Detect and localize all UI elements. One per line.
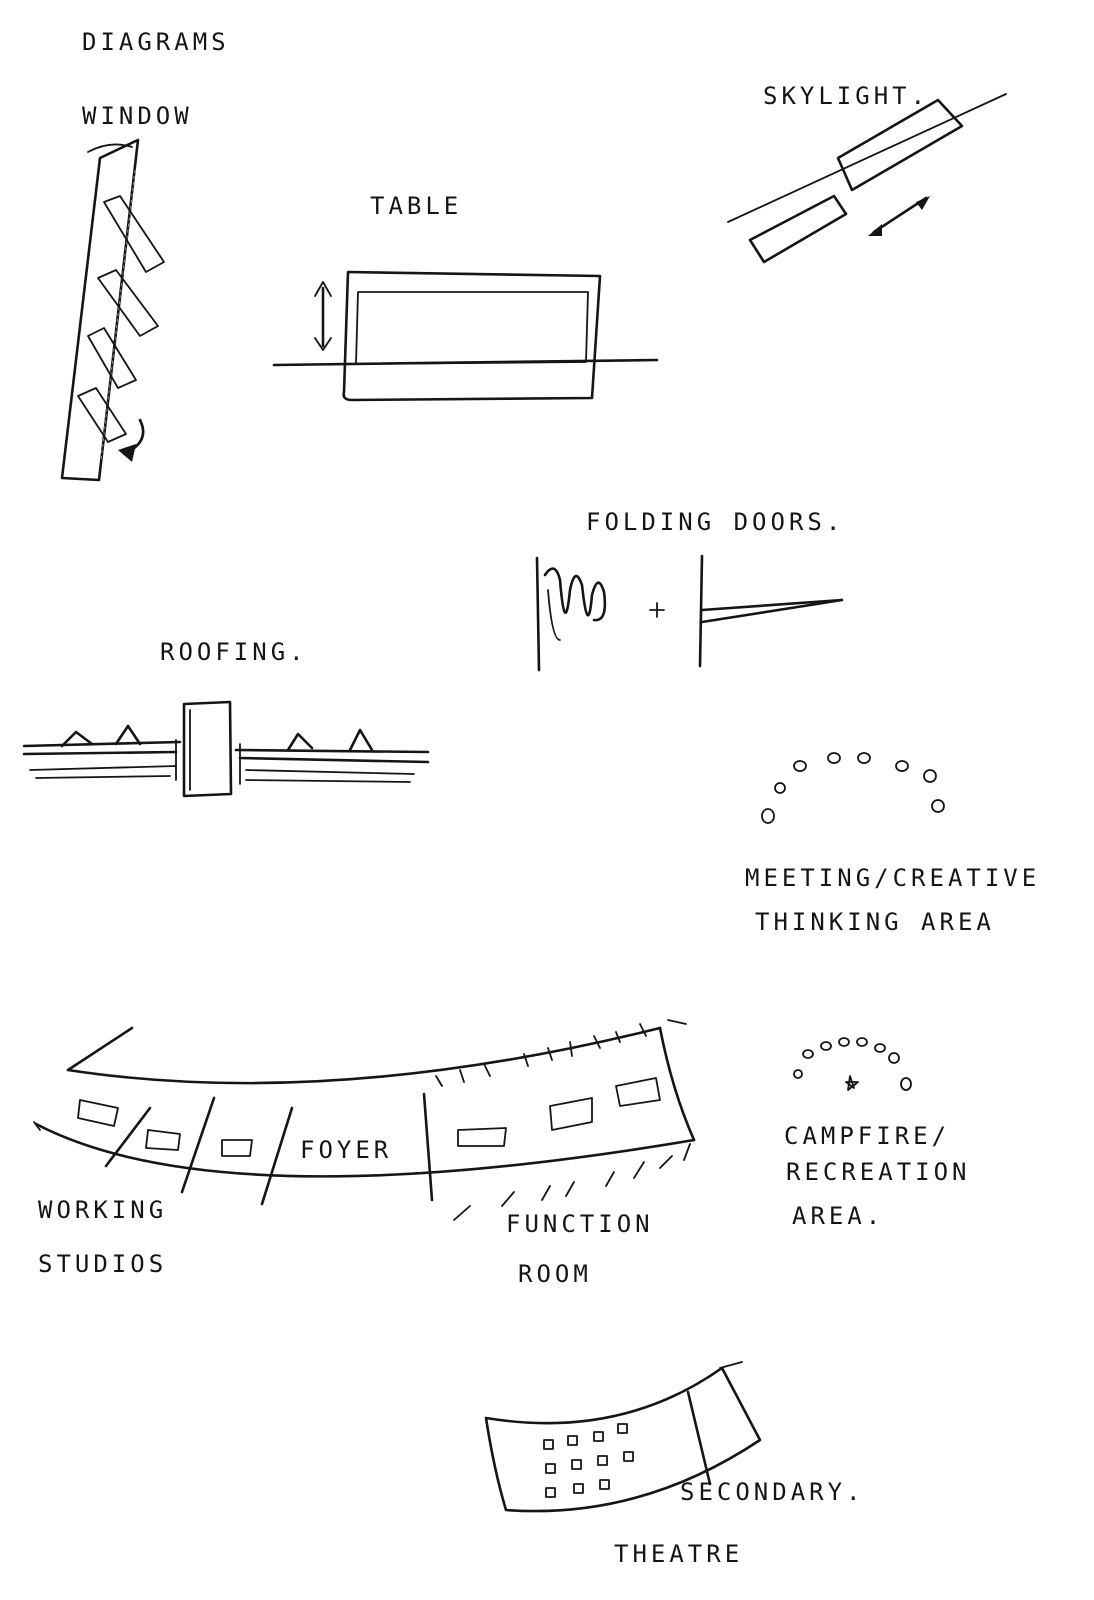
seat-circles	[761, 752, 945, 824]
window-louvre	[87, 327, 137, 389]
working-label-line2: STUDIOS	[38, 1250, 167, 1278]
folding-doors-diagram: FOLDING DOORS.	[535, 508, 844, 672]
page-title: DIAGRAMS	[82, 28, 230, 56]
studio-desk	[145, 1129, 181, 1151]
skylight-diagram: SKYLIGHT.	[727, 82, 1007, 264]
stage-partition	[686, 1390, 712, 1486]
meeting-label-line1: MEETING/CREATIVE	[745, 864, 1040, 892]
landscape-hatch	[453, 1143, 691, 1221]
folded-door-jamb	[535, 556, 541, 672]
landscape-hatch	[435, 1019, 687, 1087]
skylight-panel	[836, 98, 964, 192]
window-diagram: WINDOW	[60, 102, 193, 482]
table-diagram: TABLE	[272, 192, 659, 402]
window-label: WINDOW	[82, 102, 193, 130]
studio-desk	[221, 1139, 253, 1157]
meeting-area-diagram: MEETING/CREATIVE THINKING AREA	[745, 752, 1040, 936]
working-label-line1: WORKING	[38, 1196, 167, 1224]
theatre-label-line2: THEATRE	[614, 1540, 743, 1568]
campfire-star-icon	[845, 1075, 859, 1091]
roof-pitch-line	[727, 93, 1007, 223]
function-label-line1: FUNCTION	[506, 1210, 654, 1238]
function-table	[615, 1077, 661, 1107]
roofing-diagram: ROOFING.	[22, 638, 430, 798]
plan-outer-edge	[34, 1122, 696, 1178]
table-top	[342, 270, 602, 402]
skylight-panel	[748, 194, 848, 264]
function-table	[549, 1097, 593, 1131]
window-louvre	[97, 269, 159, 337]
folding-doors-label: FOLDING DOORS.	[586, 508, 844, 536]
window-louvre	[77, 387, 127, 443]
roofing-label: ROOFING.	[160, 638, 308, 666]
seat-circles	[793, 1037, 912, 1091]
studio-desk	[77, 1099, 119, 1127]
building-plan-diagram: FOYER WORKING STUDIOS FUNCTION ROOM	[33, 1019, 696, 1288]
roof-column	[182, 700, 233, 798]
window-louvre	[103, 195, 165, 273]
theatre-label-line1: SECONDARY.	[680, 1478, 865, 1506]
plus-icon	[649, 602, 665, 618]
foyer-label: FOYER	[300, 1136, 392, 1164]
campfire-label-line3: AREA.	[792, 1202, 884, 1230]
open-door-jamb	[698, 554, 704, 668]
function-label-line2: ROOM	[518, 1260, 592, 1288]
table-label: TABLE	[370, 192, 462, 220]
folded-door-leaves	[543, 567, 607, 622]
function-table	[457, 1127, 507, 1147]
plan-inner-edge	[66, 1026, 662, 1085]
campfire-label-line1: CAMPFIRE/	[784, 1122, 950, 1150]
campfire-diagram: CAMPFIRE/ RECREATION AREA.	[784, 1037, 971, 1230]
open-door-leaf	[700, 598, 844, 624]
campfire-label-line2: RECREATION	[786, 1158, 971, 1186]
theatre-seats	[543, 1423, 634, 1498]
theatre-outline	[484, 1366, 762, 1513]
theatre-diagram: SECONDARY. THEATRE	[484, 1361, 865, 1568]
roof-ridge	[286, 728, 374, 752]
roof-ridge	[60, 724, 142, 748]
meeting-label-line2: THINKING AREA	[755, 908, 995, 936]
skylight-label: SKYLIGHT.	[763, 82, 929, 110]
